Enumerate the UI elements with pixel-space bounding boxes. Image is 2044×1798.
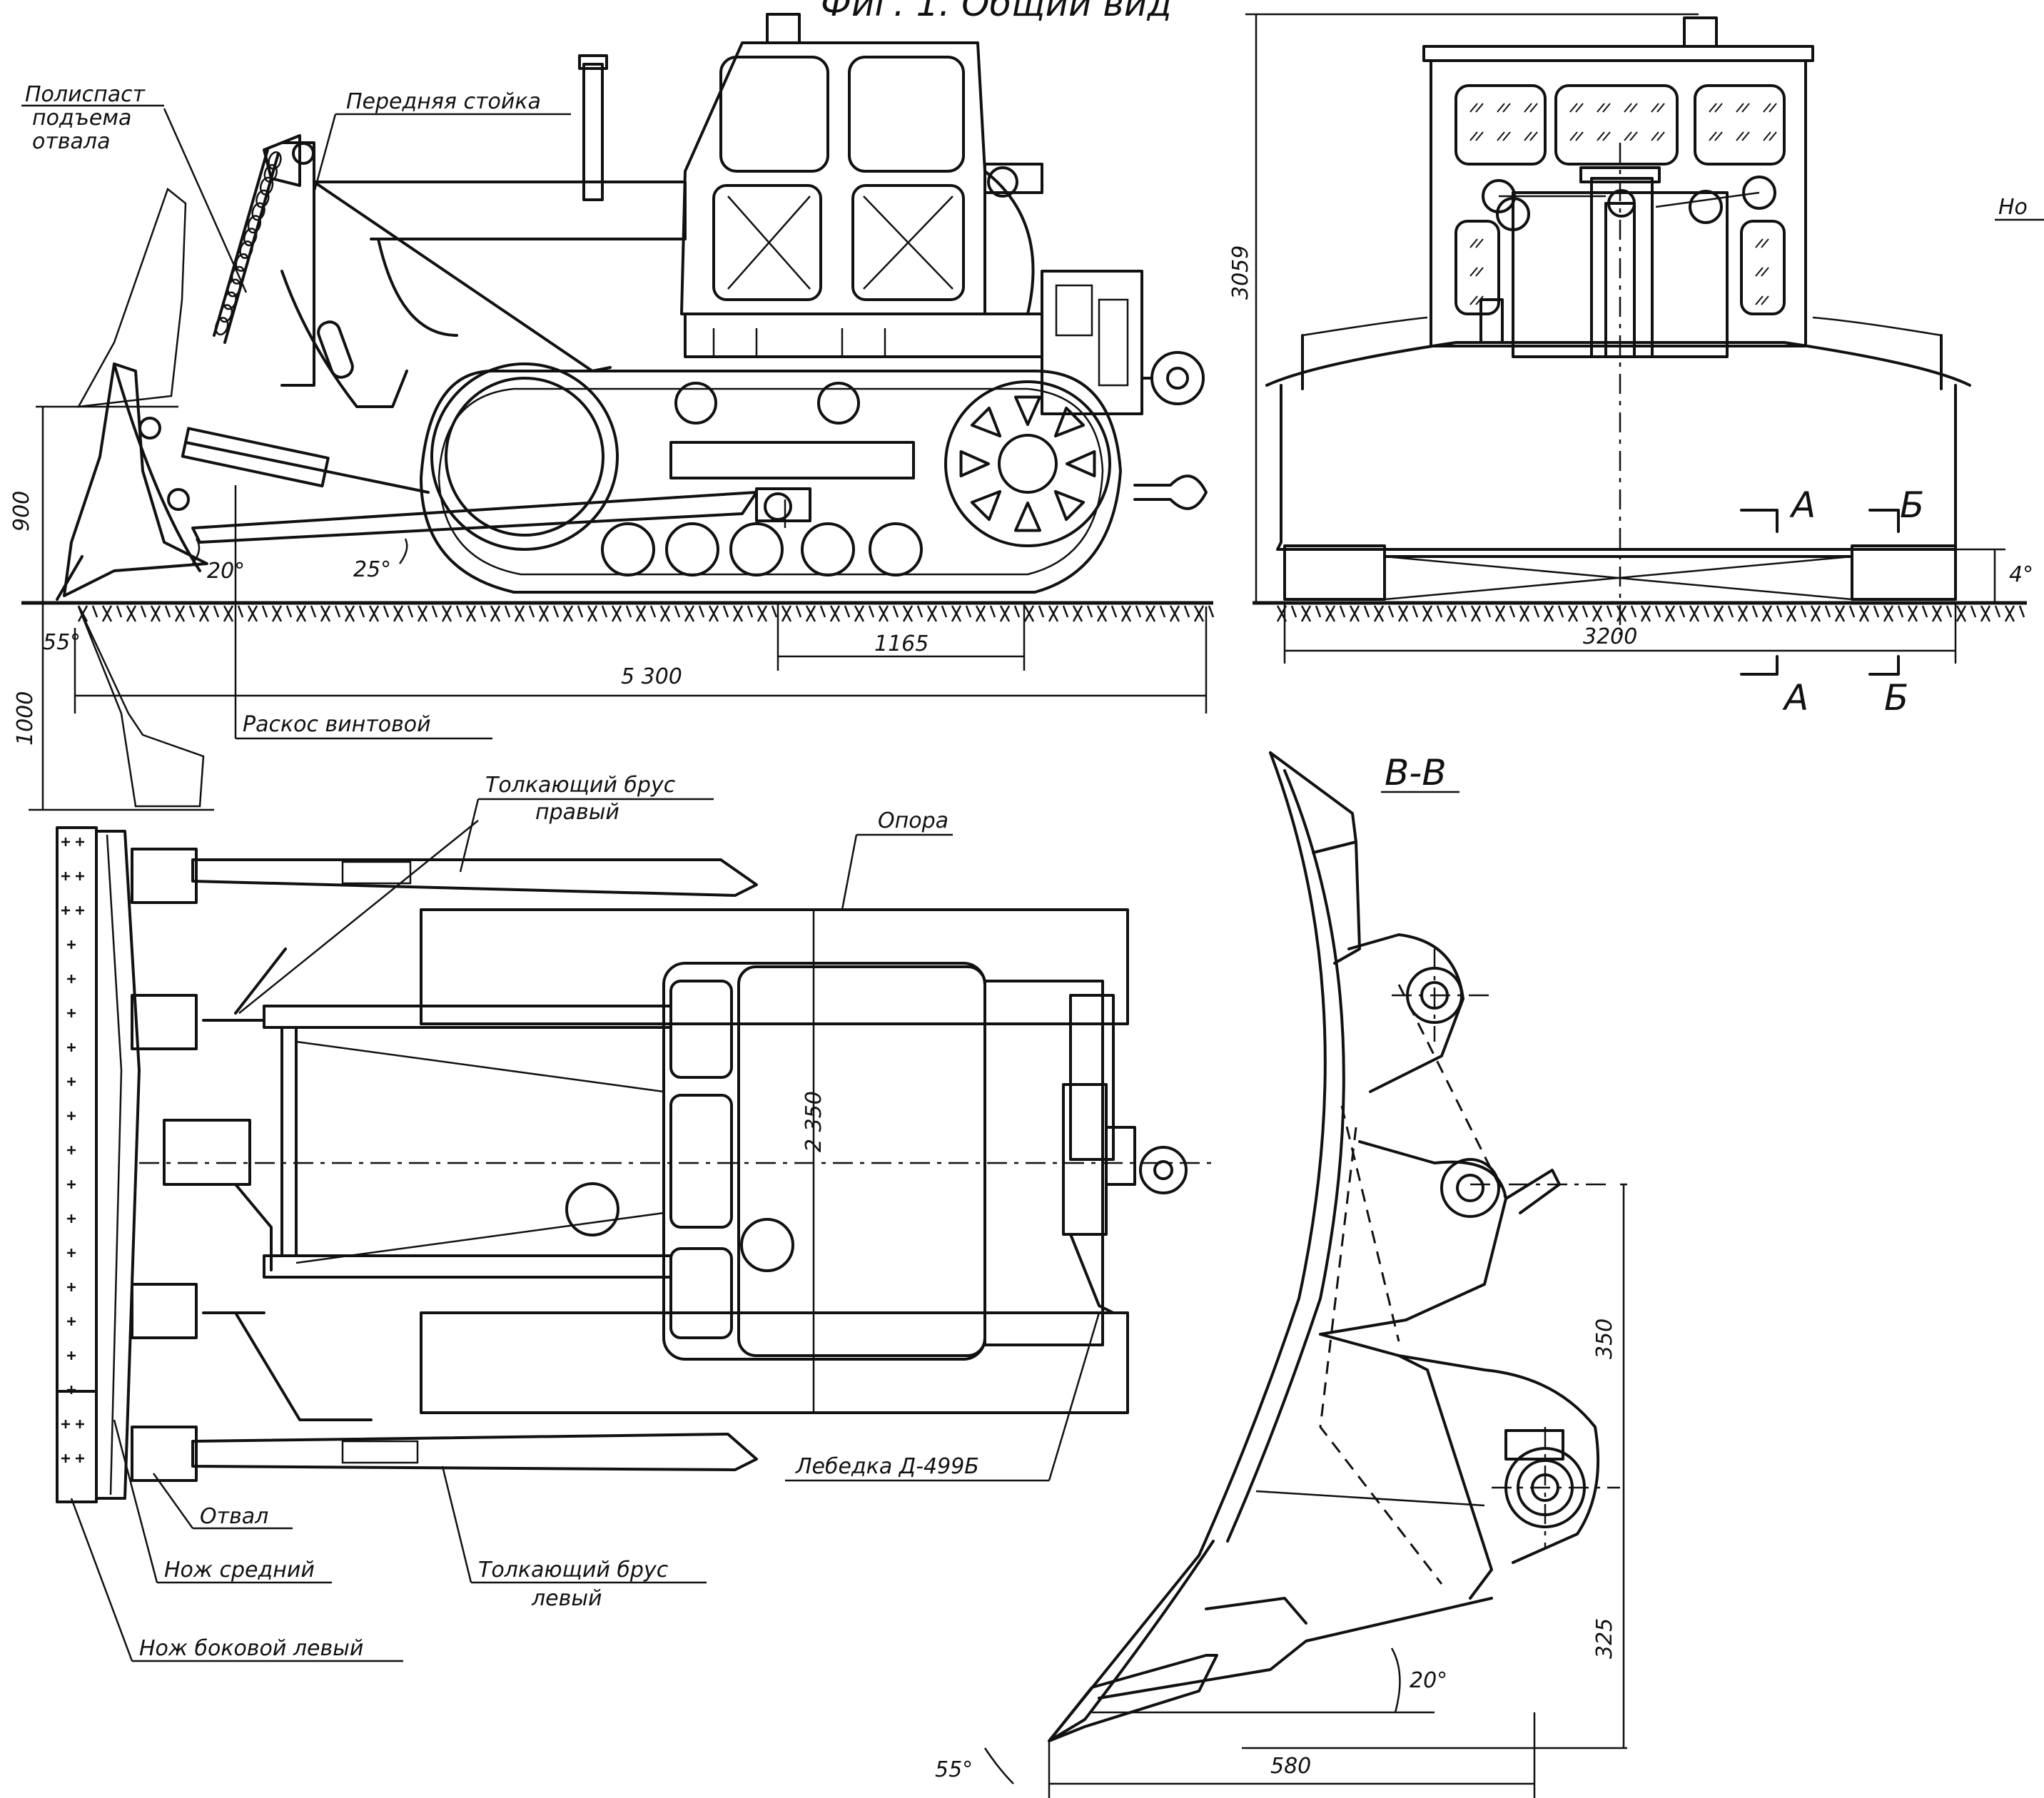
dim-side-track: 1165 [874, 631, 929, 656]
section-mark-a-top: А [1789, 484, 1816, 526]
label-support: Опора [878, 808, 948, 833]
dim-front-width: 3200 [1583, 624, 1637, 649]
label-knife-middle: Нож средний [164, 1558, 315, 1583]
glass-hatching [1469, 103, 1777, 305]
label-hoist-2: подъема [32, 106, 131, 131]
figure-title: Фиг. 1. Общий вид [821, 0, 1172, 24]
label-push-bar-right-2: правый [535, 800, 619, 825]
dim-side-height: 900 [9, 491, 34, 532]
dim-section-angle-20: 20° [1410, 1668, 1447, 1693]
dim-side-length: 5 300 [621, 664, 682, 689]
section-mark-a-bottom: А [1782, 677, 1808, 718]
dim-side-depth: 1000 [13, 691, 38, 746]
dim-side-angle-55: 55° [43, 630, 81, 655]
dim-front-angle: 4° [2009, 562, 2033, 587]
section-view: В-В 35 [935, 751, 1627, 1798]
knife-bolts [61, 838, 84, 1463]
dim-section-angle-55: 55° [935, 1757, 973, 1782]
label-winch: Лебедка Д-499Б [795, 1454, 979, 1479]
label-brace: Раскос винтовой [243, 712, 431, 737]
dim-plan-width: 2 350 [801, 1091, 826, 1152]
dim-front-height: 3059 [1228, 245, 1253, 300]
label-push-bar-right-1: Толкающий брус [485, 773, 676, 798]
dim-side-angle-20: 20° [207, 559, 245, 584]
dim-side-angle-25: 25° [353, 557, 391, 582]
side-view: 900 1000 5 300 1165 55° 20° 25° Полиспас… [9, 13, 1215, 811]
label-knife-side-left: Нож боковой левый [139, 1636, 363, 1661]
section-title: В-В [1385, 752, 1447, 793]
label-hoist-1: Полиспаст [25, 82, 146, 107]
ground-hatch [77, 605, 1215, 622]
dim-section-580: 580 [1270, 1754, 1311, 1779]
label-front-post: Передняя стойка [346, 89, 541, 114]
label-push-bar-left-1: Толкающий брус [478, 1558, 669, 1583]
label-knife-cut: Но [1998, 195, 2028, 220]
label-blade: Отвал [200, 1504, 268, 1529]
hoist-chain [215, 151, 282, 336]
sprocket-spokes [959, 395, 1096, 532]
dim-section-325: 325 [1592, 1618, 1617, 1659]
label-hoist-3: отвала [32, 129, 110, 154]
section-mark-b-top: Б [1900, 484, 1924, 526]
dim-section-350: 350 [1592, 1319, 1617, 1359]
front-ground-hatch [1276, 605, 2025, 622]
label-push-bar-left-2: левый [531, 1586, 602, 1611]
plan-view: 2 350 Толкающий брус правый Опора Лебедк… [56, 773, 1213, 1662]
section-mark-b-bottom: Б [1884, 677, 1908, 718]
front-view: 3059 3200 4° Но А Б А Б [1228, 13, 2044, 718]
